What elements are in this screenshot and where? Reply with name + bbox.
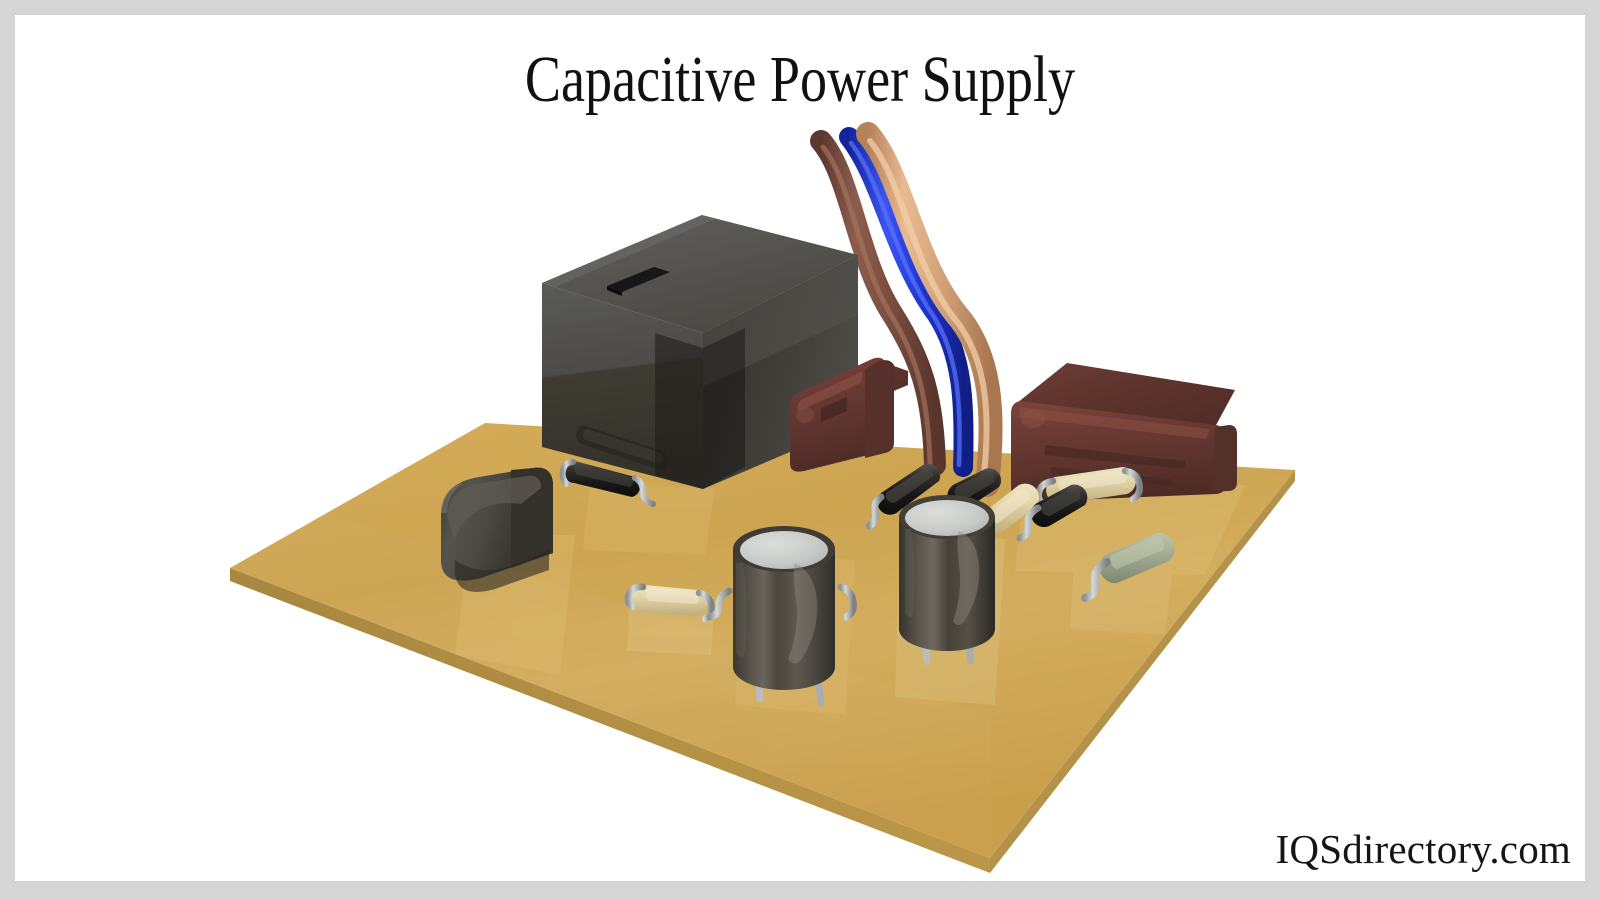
resistor-green (1081, 532, 1175, 602)
wire-bundle (810, 122, 1003, 497)
resistor-cream-left (624, 583, 715, 623)
lead-wire-front-cap (706, 583, 857, 621)
watermark-text: IQSdirectory.com (1275, 826, 1571, 872)
resistor-cream-right (980, 483, 1040, 535)
resistor-black-right (1016, 484, 1088, 542)
resistor-black-center-left (865, 463, 941, 530)
box-capacitor-small (790, 357, 908, 472)
electrolytic-capacitor-back (899, 495, 995, 665)
electrolytic-capacitor-front (733, 526, 835, 707)
transformer (542, 215, 858, 489)
image-canvas: Capacitive Power Supply (15, 15, 1585, 881)
resistor-black-upper-left (559, 459, 656, 507)
transformer-front-reflection (576, 425, 669, 471)
film-capacitor-left (441, 467, 553, 592)
page-title: Capacitive Power Supply (524, 43, 1076, 116)
circuit-board-illustration (15, 15, 1585, 881)
